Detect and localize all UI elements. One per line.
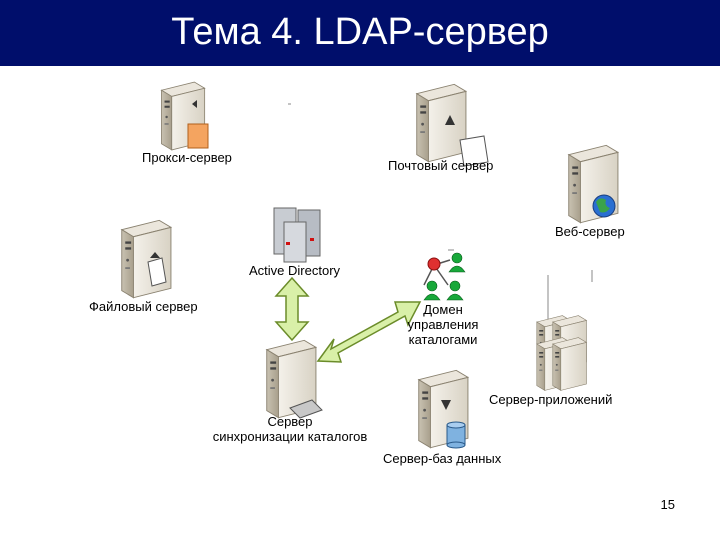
proxy-server-label: Прокси-сервер <box>142 150 232 165</box>
file-server-icon <box>121 219 172 299</box>
title-bar <box>0 0 720 66</box>
active-directory-label: Active Directory <box>249 263 341 278</box>
sync-server-icon <box>266 339 323 419</box>
proxy-server-icon <box>160 81 209 151</box>
web-server-icon <box>568 144 619 224</box>
mail-server-label: Почтовый сервер <box>388 158 494 173</box>
db-server-icon <box>418 369 469 449</box>
app-server-label: Сервер-приложений <box>489 392 613 407</box>
sync-server-label: Сервер синхронизации каталогов <box>200 414 380 444</box>
double-arrow-sync-domain <box>316 301 422 363</box>
sync-label-line1: Сервер <box>267 414 313 429</box>
slide-title: Тема 4. LDAP-сервер <box>171 11 549 53</box>
active-directory-icon <box>273 207 321 263</box>
domain-label-line1: Домен <box>423 302 463 317</box>
double-arrow-ad-sync <box>274 276 310 342</box>
mail-server-icon <box>416 83 489 167</box>
domain-label: Домен управления каталогами <box>400 302 486 347</box>
sync-label-line2: синхронизации каталогов <box>212 429 368 444</box>
domain-users-icon <box>423 252 466 301</box>
db-server-label: Сервер-баз данных <box>383 451 502 466</box>
app-server-cluster-icon <box>536 315 587 391</box>
page-number: 15 <box>660 497 675 512</box>
domain-label-line2: управления <box>407 317 479 332</box>
file-server-label: Файловый сервер <box>89 299 198 314</box>
domain-label-line3: каталогами <box>408 332 478 347</box>
web-server-label: Веб-сервер <box>555 224 625 239</box>
